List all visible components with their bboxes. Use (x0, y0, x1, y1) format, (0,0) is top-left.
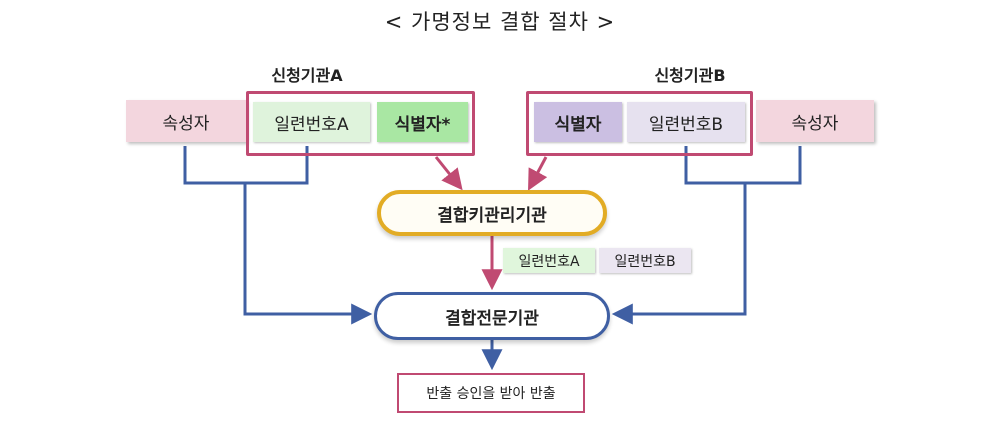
arrow-a-to-keymgr (434, 156, 463, 191)
institution-b-label: 신청기관B (654, 66, 726, 85)
serial-b-cell: 일련번호B (627, 102, 745, 142)
attribute-a-cell: 속성자 (126, 100, 246, 142)
identifier-a-cell: 식별자* (377, 102, 468, 142)
line-b-bracket (684, 146, 802, 185)
arrow-b-to-combiner (611, 183, 747, 325)
key-management-agency: 결합키관리기관 (377, 190, 607, 236)
arrow-b-to-keymgr (528, 156, 548, 191)
arrow-a-to-combiner (243, 183, 373, 325)
institution-b-frame (526, 91, 753, 156)
export-approval-box: 반출 승인을 받아 반출 (397, 373, 585, 413)
passed-serial-b: 일련번호B (599, 248, 691, 273)
institution-a-frame (246, 91, 475, 156)
attribute-b-cell: 속성자 (756, 100, 874, 142)
passed-serial-a: 일련번호A (503, 248, 595, 273)
combination-agency: 결합전문기관 (374, 292, 610, 340)
serial-a-cell: 일련번호A (253, 102, 370, 142)
identifier-b-cell: 식별자 (534, 102, 622, 142)
diagram-title: < 가명정보 결합 절차 > (384, 10, 616, 34)
institution-a-label: 신청기관A (271, 66, 343, 85)
